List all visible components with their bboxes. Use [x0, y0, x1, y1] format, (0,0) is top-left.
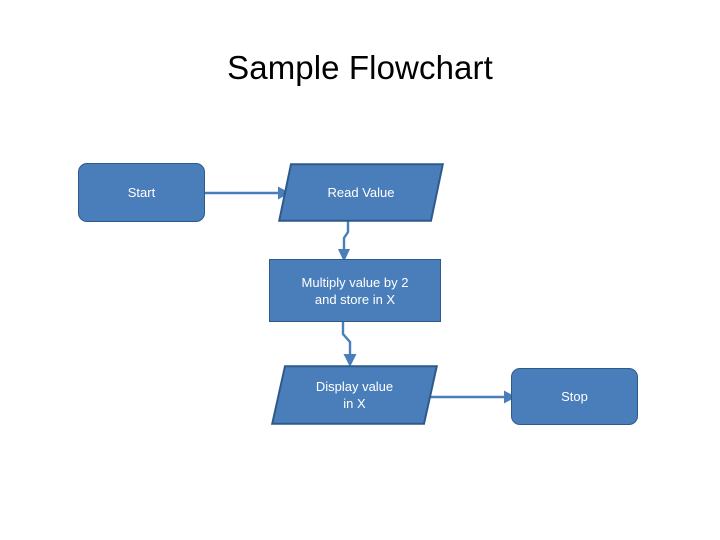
page-title: Sample Flowchart	[227, 49, 493, 86]
flow-node-start[interactable]: Start	[78, 163, 205, 222]
parallelogram-shape	[278, 163, 444, 222]
flow-node-stop-label: Stop	[561, 389, 588, 404]
flow-node-stop[interactable]: Stop	[511, 368, 638, 425]
flow-node-start-label: Start	[127, 185, 156, 200]
connector-read-value-to-multiply	[332, 218, 368, 264]
flow-node-read-value[interactable]: Read Value	[278, 163, 444, 222]
flow-node-display[interactable]: Display value in X	[271, 365, 438, 425]
flow-node-multiply-label: Multiply value by 2 and store in X	[301, 274, 409, 307]
connector-multiply-to-display	[330, 318, 372, 370]
connector-display-to-stop	[424, 384, 520, 410]
parallelogram-shape	[271, 365, 438, 425]
flow-node-multiply[interactable]: Multiply value by 2 and store in X	[269, 259, 441, 322]
